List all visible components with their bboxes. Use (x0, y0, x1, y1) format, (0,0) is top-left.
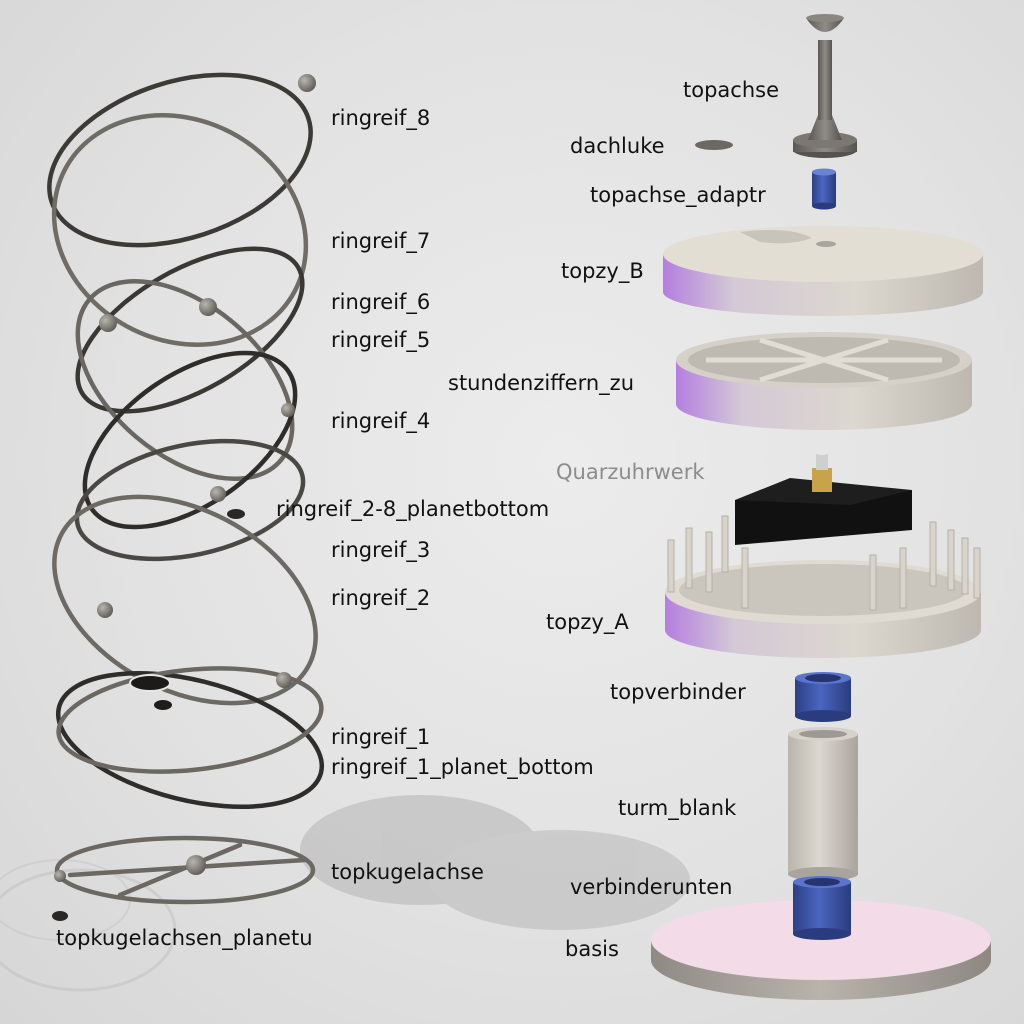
planet-ball-3 (210, 486, 226, 502)
label-basis: basis (565, 937, 619, 961)
label-topachse-adaptr: topachse_adaptr (590, 183, 766, 207)
planet-ball-5 (99, 314, 117, 332)
label-ringreif-2: ringreif_2 (331, 586, 431, 610)
topzy-a-part (665, 515, 981, 658)
ring-assembly (47, 72, 325, 905)
basis-part (651, 900, 991, 1000)
ring-3 (74, 438, 306, 562)
planet-ball-8 (298, 74, 316, 92)
topachse-adaptr-part (812, 168, 836, 210)
topkugelachse-hub (186, 855, 206, 875)
topkugelachse-spoke-2 (117, 842, 243, 898)
label-ringreif-3: ringreif_3 (331, 538, 431, 562)
label-topkugelachsen-planetu: topkugelachsen_planetu (56, 926, 313, 950)
ring-1 (55, 670, 325, 810)
topachse-part (793, 14, 857, 158)
label-topachse: topachse (683, 78, 779, 102)
label-topzy-b: topzy_B (561, 259, 644, 283)
label-turm-blank: turm_blank (618, 796, 737, 820)
planet-ball-1 (276, 672, 292, 688)
verbinderunten-part (793, 876, 851, 940)
ring-6 (75, 246, 305, 414)
turm-blank-part (788, 727, 858, 881)
planet-ball-6 (199, 298, 217, 316)
label-topkugelachse: topkugelachse (331, 860, 484, 884)
label-dachluke: dachluke (570, 134, 665, 158)
quarzuhrwerk-part (735, 449, 912, 545)
label-stundenziffern-zu: stundenziffern_zu (448, 371, 635, 395)
topverbinder-part (795, 672, 851, 722)
label-ringreif-6: ringreif_6 (331, 290, 431, 314)
label-verbinderunten: verbinderunten (570, 875, 733, 899)
label-ringreif-1-planet-bottom: ringreif_1_planet_bottom (331, 755, 594, 779)
label-ringreif-1: ringreif_1 (331, 725, 431, 749)
floor-shadows (0, 795, 690, 992)
label-ringreif-2-8-planetbottom: ringreif_2-8_planetbottom (276, 497, 550, 521)
label-ringreif-4: ringreif_4 (331, 409, 431, 433)
label-ringreif-7: ringreif_7 (331, 229, 431, 253)
ring-1-hub (129, 674, 171, 692)
ring-1-planet-bottom (154, 700, 172, 710)
planet-ball-2 (97, 602, 113, 618)
label-topverbinder: topverbinder (610, 680, 746, 704)
label-ringreif-5: ringreif_5 (331, 328, 431, 352)
planet-balls (52, 74, 316, 921)
topzy-b-part (663, 226, 983, 316)
planet-ball-4 (281, 403, 295, 417)
label-quarzuhrwerk: Quarzuhrwerk (556, 460, 705, 484)
label-ringreif-8: ringreif_8 (331, 106, 431, 130)
stundenziffern-zu-part (676, 332, 972, 430)
ring-5 (75, 278, 295, 482)
ring-7 (51, 113, 309, 347)
topkugelachse-ring (54, 835, 316, 905)
ring-4 (82, 350, 298, 530)
topkugelachsen-planetu (52, 911, 68, 921)
ring-8 (47, 72, 313, 248)
dachluke-part (695, 140, 733, 150)
ring-1-outer (56, 666, 324, 774)
planetbottom-2-8 (227, 509, 245, 519)
label-topzy-a: topzy_A (546, 610, 629, 634)
topkugelachse-ball-left (54, 870, 66, 882)
